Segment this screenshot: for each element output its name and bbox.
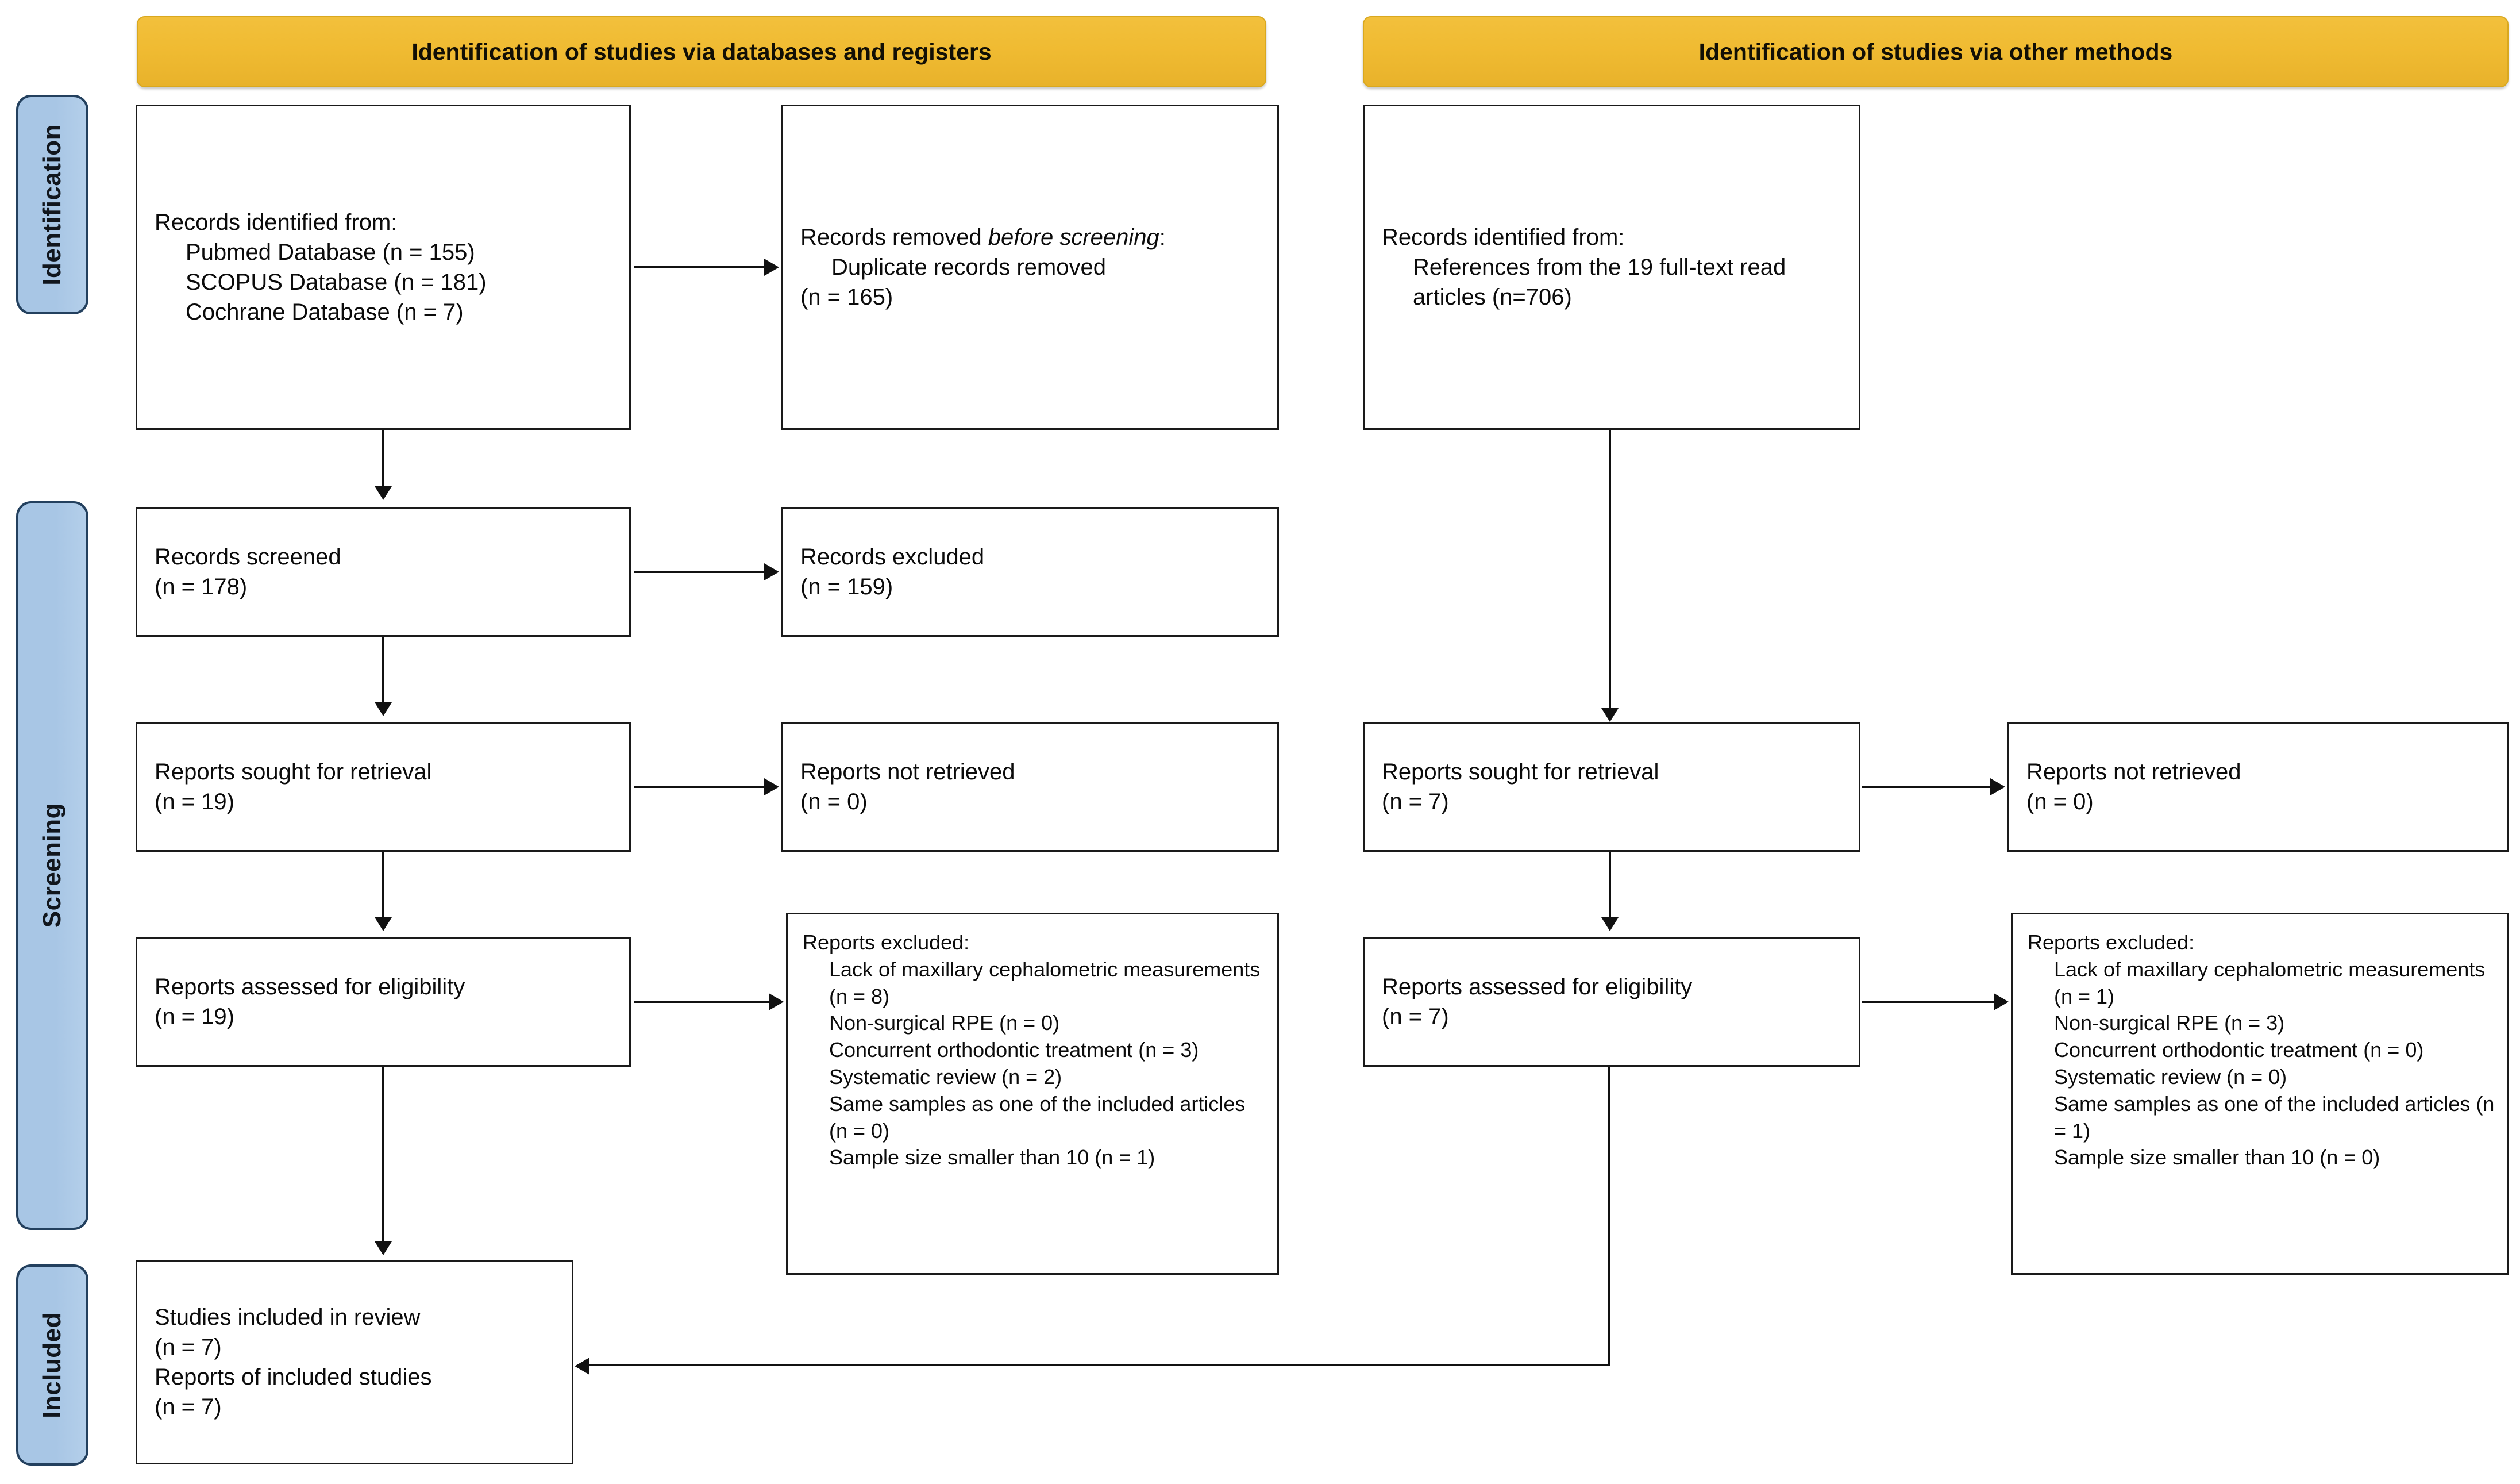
reports-excluded-item: Lack of maxillary cephalometric measurem…	[829, 957, 1261, 1008]
box-reports-not-retrieved-other-methods: Reports not retrieved (n = 0)	[2007, 722, 2509, 852]
box-records-identified-other-methods: Records identified from: References from…	[1363, 105, 1860, 430]
reports-assessed-title: Reports assessed for eligibility	[155, 974, 465, 999]
banner-other-methods: Identification of studies via other meth…	[1363, 16, 2509, 87]
records-removed-title-post: :	[1159, 225, 1166, 250]
reports-sought-title: Reports sought for retrieval	[155, 759, 432, 785]
records-excluded-count: (n = 159)	[800, 574, 893, 599]
connector-identified-to-removed	[634, 266, 764, 268]
connector-assessed-to-excluded	[634, 1001, 769, 1003]
records-removed-title-pre: Records removed	[800, 225, 988, 250]
arrowhead-assessed-to-excluded	[769, 993, 784, 1010]
studies-included-line4: (n = 7)	[155, 1394, 222, 1420]
connector-identified-to-screened	[382, 430, 384, 490]
reports-sought-count: (n = 19)	[155, 789, 234, 814]
studies-included-line3: Reports of included studies	[155, 1364, 432, 1390]
reports-not-retrieved-title: Reports not retrieved	[800, 759, 1015, 785]
arrowhead-screened-to-excluded	[764, 563, 779, 580]
reports-excluded-other-item: Non-surgical RPE (n = 3)	[2054, 1011, 2285, 1035]
records-identified-item: Cochrane Database (n = 7)	[186, 299, 464, 325]
connector-screened-to-excluded	[634, 571, 764, 573]
arrowhead-identified-to-removed	[764, 259, 779, 276]
stage-label-screening: Screening	[38, 803, 66, 928]
reports-sought-other-title: Reports sought for retrieval	[1382, 759, 1659, 785]
reports-not-retrieved-count: (n = 0)	[800, 789, 868, 814]
connector-sought-to-not-retrieved	[634, 786, 764, 788]
records-screened-count: (n = 178)	[155, 574, 248, 599]
stage-pill-screening: Screening	[16, 501, 88, 1230]
reports-assessed-other-count: (n = 7)	[1382, 1004, 1449, 1029]
reports-excluded-item: Same samples as one of the included arti…	[829, 1091, 1246, 1143]
arrowhead-identified-to-screened	[375, 486, 392, 500]
records-excluded-title: Records excluded	[800, 544, 985, 570]
box-studies-included: Studies included in review (n = 7) Repor…	[136, 1260, 573, 1464]
arrowhead-screened-to-sought	[375, 702, 392, 716]
box-records-excluded: Records excluded (n = 159)	[781, 507, 1279, 637]
banner-databases-registers: Identification of studies via databases …	[137, 16, 1266, 87]
box-records-screened: Records screened (n = 178)	[136, 507, 631, 637]
reports-assessed-count: (n = 19)	[155, 1004, 234, 1029]
stage-pill-included: Included	[16, 1264, 88, 1466]
box-records-identified-databases: Records identified from: Pubmed Database…	[136, 105, 631, 430]
reports-excluded-other-item: Same samples as one of the included arti…	[2054, 1091, 2495, 1143]
records-removed-count: (n = 165)	[800, 285, 893, 310]
box-reports-sought-other-methods: Reports sought for retrieval (n = 7)	[1363, 722, 1860, 852]
arrowhead-other-assessed-to-included	[575, 1358, 589, 1375]
reports-excluded-item: Sample size smaller than 10 (n = 1)	[829, 1145, 1155, 1170]
records-identified-item: SCOPUS Database (n = 181)	[186, 270, 487, 295]
studies-included-line2: (n = 7)	[155, 1335, 222, 1360]
records-identified-item: Pubmed Database (n = 155)	[186, 240, 475, 265]
connector-other-identified-to-sought	[1609, 430, 1611, 712]
box-reports-excluded-other-methods: Reports excluded: Lack of maxillary ceph…	[2011, 913, 2509, 1275]
box-reports-sought-databases: Reports sought for retrieval (n = 19)	[136, 722, 631, 852]
reports-excluded-item: Concurrent orthodontic treatment (n = 3)	[829, 1038, 1199, 1062]
reports-excluded-item: Non-surgical RPE (n = 0)	[829, 1011, 1060, 1035]
arrowhead-other-identified-to-sought	[1601, 708, 1619, 722]
arrowhead-assessed-to-included	[375, 1241, 392, 1255]
arrowhead-sought-to-not-retrieved	[764, 778, 779, 795]
connector-other-sought-to-not-retrieved	[1862, 786, 1990, 788]
records-removed-item: Duplicate records removed	[831, 255, 1106, 280]
stage-pill-identification: Identification	[16, 95, 88, 314]
connector-other-assessed-to-included-horizontal	[589, 1364, 1610, 1366]
arrowhead-other-sought-to-not-retrieved	[1990, 778, 2005, 795]
studies-included-line1: Studies included in review	[155, 1305, 421, 1330]
box-reports-not-retrieved-databases: Reports not retrieved (n = 0)	[781, 722, 1279, 852]
banner-databases-registers-text: Identification of studies via databases …	[411, 38, 992, 65]
connector-other-assessed-to-excluded	[1862, 1001, 1994, 1003]
records-screened-title: Records screened	[155, 544, 341, 570]
records-identified-title: Records identified from:	[155, 210, 398, 235]
stage-label-identification: Identification	[38, 124, 66, 286]
reports-excluded-other-item: Lack of maxillary cephalometric measurem…	[2054, 957, 2486, 1008]
reports-not-retrieved-other-count: (n = 0)	[2026, 789, 2094, 814]
banner-other-methods-text: Identification of studies via other meth…	[1698, 38, 2173, 65]
reports-assessed-other-title: Reports assessed for eligibility	[1382, 974, 1693, 999]
arrowhead-sought-to-assessed	[375, 917, 392, 931]
reports-excluded-item: Systematic review (n = 2)	[829, 1064, 1062, 1089]
reports-sought-other-count: (n = 7)	[1382, 789, 1449, 814]
connector-other-assessed-to-included-vertical	[1608, 1067, 1610, 1365]
reports-excluded-title: Reports excluded:	[803, 931, 970, 954]
box-reports-assessed-databases: Reports assessed for eligibility (n = 19…	[136, 937, 631, 1067]
reports-not-retrieved-other-title: Reports not retrieved	[2026, 759, 2241, 785]
connector-sought-to-assessed	[382, 852, 384, 921]
connector-assessed-to-included	[382, 1067, 384, 1245]
reports-excluded-other-item: Sample size smaller than 10 (n = 0)	[2054, 1145, 2380, 1170]
records-identified-other-title: Records identified from:	[1382, 225, 1625, 250]
stage-label-included: Included	[38, 1312, 66, 1418]
records-removed-title-emphasis: before screening	[988, 225, 1159, 250]
box-reports-excluded-databases: Reports excluded: Lack of maxillary ceph…	[786, 913, 1279, 1275]
reports-excluded-other-title: Reports excluded:	[2028, 931, 2195, 954]
connector-other-sought-to-assessed	[1609, 852, 1611, 921]
box-reports-assessed-other-methods: Reports assessed for eligibility (n = 7)	[1363, 937, 1860, 1067]
records-identified-other-item: References from the 19 full-text read ar…	[1413, 255, 1786, 310]
reports-excluded-other-item: Concurrent orthodontic treatment (n = 0)	[2054, 1038, 2424, 1062]
arrowhead-other-assessed-to-excluded	[1994, 993, 2009, 1010]
reports-excluded-other-item: Systematic review (n = 0)	[2054, 1064, 2287, 1089]
box-records-removed-before-screening: Records removed before screening: Duplic…	[781, 105, 1279, 430]
connector-screened-to-sought	[382, 637, 384, 706]
records-removed-title: Records removed before screening:	[800, 222, 1267, 252]
arrowhead-other-sought-to-assessed	[1601, 917, 1619, 931]
